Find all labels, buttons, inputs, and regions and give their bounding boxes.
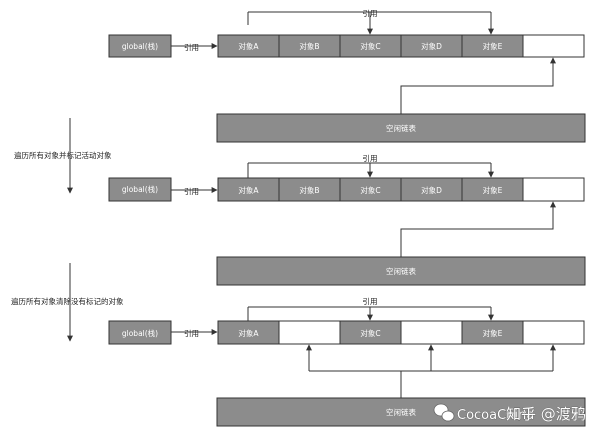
heap-cell-label: 对象D	[421, 41, 442, 51]
step-1: 遍历所有对象并标记活动对象	[14, 118, 112, 194]
reference-label: 引用	[184, 329, 199, 338]
heap-row: 对象A 对象B 对象C 对象D 对象E	[217, 34, 585, 58]
global-stack-label: global(栈)	[122, 41, 158, 51]
heap-cell-label: 对象C	[360, 185, 380, 195]
watermark-account: CocoaChina	[457, 408, 534, 423]
global-stack-label: global(栈)	[122, 184, 158, 194]
reference-label: 引用	[184, 43, 199, 52]
heap-cell-label: 对象E	[483, 328, 503, 338]
reference-label: 引用	[363, 297, 378, 306]
heap-cell-label: 对象C	[360, 328, 380, 338]
heap-cell-label: 对象D	[421, 185, 442, 195]
heap-cell	[522, 177, 585, 202]
heap-cell-label: 对象A	[238, 41, 259, 51]
step-label: 遍历所有对象清除没有标记的对象	[11, 296, 124, 306]
heap-cell-label: 对象C	[360, 41, 380, 51]
heap-cell	[400, 320, 463, 345]
wechat-icon	[433, 403, 455, 422]
heap-row: 对象A 对象C 对象E	[217, 320, 585, 345]
panel-1: 引用 global(栈) 引用 对象A 对象B 对象C 对象D 对象E 空闲链表	[108, 9, 586, 143]
free-list-label: 空闲链表	[386, 407, 416, 417]
panel-2: 引用 global(栈) 引用 对象A 对象B 对象C 对象D 对象E 空闲链表	[108, 154, 586, 286]
heap-cell-label: 对象E	[483, 41, 503, 51]
reference-label: 引用	[363, 9, 378, 18]
heap-cell-label: 对象B	[299, 41, 319, 51]
heap-cell-label: 对象E	[483, 185, 503, 195]
free-list-box	[216, 397, 586, 427]
free-list-box	[216, 113, 586, 143]
watermark-text: 知乎 @渡鸦	[506, 405, 586, 423]
heap-cell-label: 对象A	[238, 185, 259, 195]
heap-cell-label: 对象A	[238, 328, 259, 338]
reference-label: 引用	[363, 154, 378, 163]
step-label: 遍历所有对象并标记活动对象	[14, 150, 112, 160]
panel-3: 引用 global(栈) 引用 对象A 对象C 对象E 空闲链表	[108, 297, 586, 427]
free-list-box	[216, 256, 586, 286]
heap-cell	[522, 320, 585, 345]
global-stack-label: global(栈)	[122, 328, 158, 338]
reference-label: 引用	[184, 187, 199, 196]
heap-cell	[522, 34, 585, 58]
watermark: CocoaChina 知乎 @渡鸦	[433, 403, 586, 423]
free-list-label: 空闲链表	[386, 123, 416, 133]
heap-row: 对象A 对象B 对象C 对象D 对象E	[217, 177, 585, 202]
heap-cell	[278, 320, 341, 345]
heap-cell-label: 对象B	[299, 185, 319, 195]
step-2: 遍历所有对象清除没有标记的对象	[11, 263, 124, 342]
free-list-label: 空闲链表	[386, 266, 416, 276]
